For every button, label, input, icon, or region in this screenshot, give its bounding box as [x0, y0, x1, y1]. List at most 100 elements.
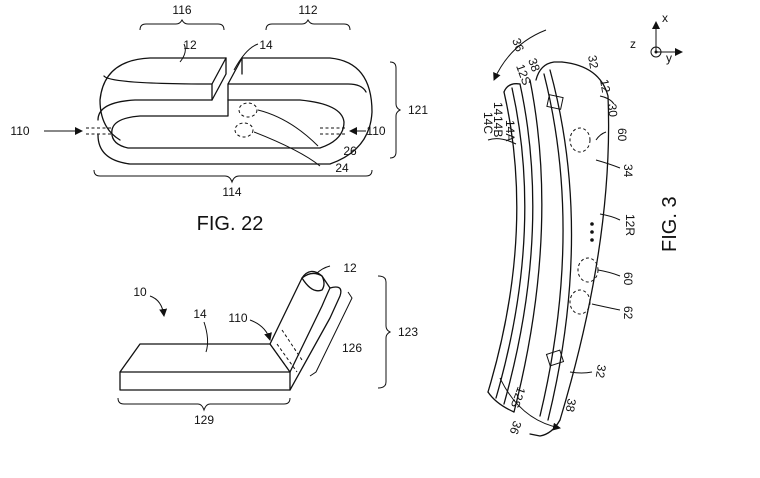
leader-26	[257, 109, 319, 147]
label-14A: 14A	[503, 120, 517, 141]
bracket-126	[309, 291, 353, 377]
leader-30	[599, 95, 615, 105]
label-36-bottom: 36	[507, 419, 525, 437]
label-12R: 12R	[623, 214, 637, 236]
bracket-123	[377, 275, 392, 389]
label-114: 114	[222, 185, 241, 199]
arm-end-cap	[301, 272, 325, 292]
bracket-112	[265, 18, 351, 31]
leader-60-top	[595, 131, 607, 141]
slab-top-face	[119, 343, 291, 373]
label-110-lower: 110	[228, 311, 247, 325]
component-32-bottom	[545, 349, 565, 367]
ellipsis-dot-3	[590, 238, 594, 242]
label-121: 121	[408, 103, 428, 117]
leader-32-bottom	[569, 371, 593, 374]
label-62: 62	[621, 306, 635, 320]
axis-z-label: z	[630, 37, 636, 51]
label-32-bottom: 32	[593, 363, 609, 379]
component-26-outline	[238, 102, 258, 118]
display-layer-14a	[503, 83, 534, 405]
label-12S-bottom: 12S	[508, 385, 528, 410]
bend-arrow-36-top	[493, 29, 547, 81]
housing-inner-left	[513, 79, 543, 413]
label-12: 12	[183, 38, 197, 52]
leader-14	[233, 43, 259, 71]
figure-caption-22: FIG. 22	[197, 213, 264, 235]
housing-bottom-cap	[529, 419, 561, 437]
bracket-114	[93, 169, 373, 184]
band-left-lower-edge	[97, 99, 213, 121]
label-10: 10	[133, 285, 147, 299]
label-14C: 14C	[481, 112, 495, 134]
band-left-end-top	[211, 57, 227, 101]
label-12: 12	[597, 78, 613, 94]
leader-14-group	[487, 138, 517, 145]
ellipsis-dot-2	[590, 230, 594, 234]
bracket-121	[389, 61, 402, 159]
label-38-bottom: 38	[563, 397, 579, 413]
label-129: 129	[194, 413, 214, 427]
fig3-drawing: x z y	[481, 11, 683, 437]
arm-side-face	[289, 286, 342, 391]
label-112: 112	[298, 3, 317, 17]
component-32-top	[546, 94, 564, 110]
leader-34	[595, 159, 621, 169]
arrow-110	[249, 319, 272, 341]
layer-bottom-join	[487, 391, 515, 413]
slab-front-face	[119, 371, 291, 391]
label-12S-top: 12S	[513, 62, 533, 87]
label-110-left: 110	[10, 124, 29, 138]
arm-front-edge	[289, 287, 331, 373]
fold-line-a	[269, 343, 291, 373]
bend-arrow-36-bottom	[499, 377, 561, 431]
axis-origin-dot	[654, 50, 658, 54]
band-right-end-top	[227, 57, 243, 101]
label-60-mid: 60	[621, 272, 635, 286]
label-38-top: 38	[525, 56, 543, 74]
display-layer-14c	[487, 91, 518, 393]
label-116: 116	[172, 3, 191, 17]
leader-60-mid	[597, 269, 621, 277]
label-36-top: 36	[509, 36, 527, 54]
component-60-top	[569, 127, 591, 153]
band-inner-loop-left	[111, 99, 229, 131]
leader-24	[253, 131, 321, 167]
fig22-drawing: 116 112 12 14 121 110 110 26 24 114 FIG.…	[10, 3, 428, 235]
label-123: 123	[398, 325, 418, 339]
label-30: 30	[605, 103, 620, 118]
label-32-top: 32	[585, 54, 601, 70]
housing-outer-right	[559, 61, 610, 421]
label-126: 126	[342, 341, 362, 355]
band-right-top-inner	[227, 83, 367, 93]
label-24: 24	[335, 161, 349, 175]
bracket-129	[117, 397, 291, 412]
housing-top-cap	[535, 61, 563, 81]
leader-12	[315, 265, 331, 275]
ellipsis-dot-1	[590, 222, 594, 226]
display-layer-14b	[495, 87, 526, 399]
arrow-10	[149, 295, 168, 317]
axis-x-label: x	[662, 11, 668, 25]
band-right-outer-edge	[97, 57, 373, 165]
axis-y-label: y	[666, 51, 672, 65]
component-62	[569, 289, 591, 315]
label-26: 26	[343, 144, 357, 158]
layer-top-join	[503, 83, 521, 93]
bent-device-drawing: 10 14 110 12 123 126 129	[117, 261, 418, 427]
fold-line-c	[281, 329, 303, 361]
leader-62	[591, 303, 621, 311]
label-12-lower: 12	[343, 261, 357, 275]
figure-caption-3: FIG. 3	[659, 196, 681, 252]
axis-origin	[650, 46, 662, 58]
leader-12	[179, 43, 186, 63]
leader-14	[203, 321, 209, 353]
label-14-lower: 14	[193, 307, 207, 321]
band-left-top-inner	[103, 75, 213, 85]
label-14: 14	[491, 102, 505, 116]
label-14B: 14B	[491, 116, 505, 137]
band-left-outer-edge	[99, 57, 227, 141]
label-34: 34	[621, 164, 635, 178]
